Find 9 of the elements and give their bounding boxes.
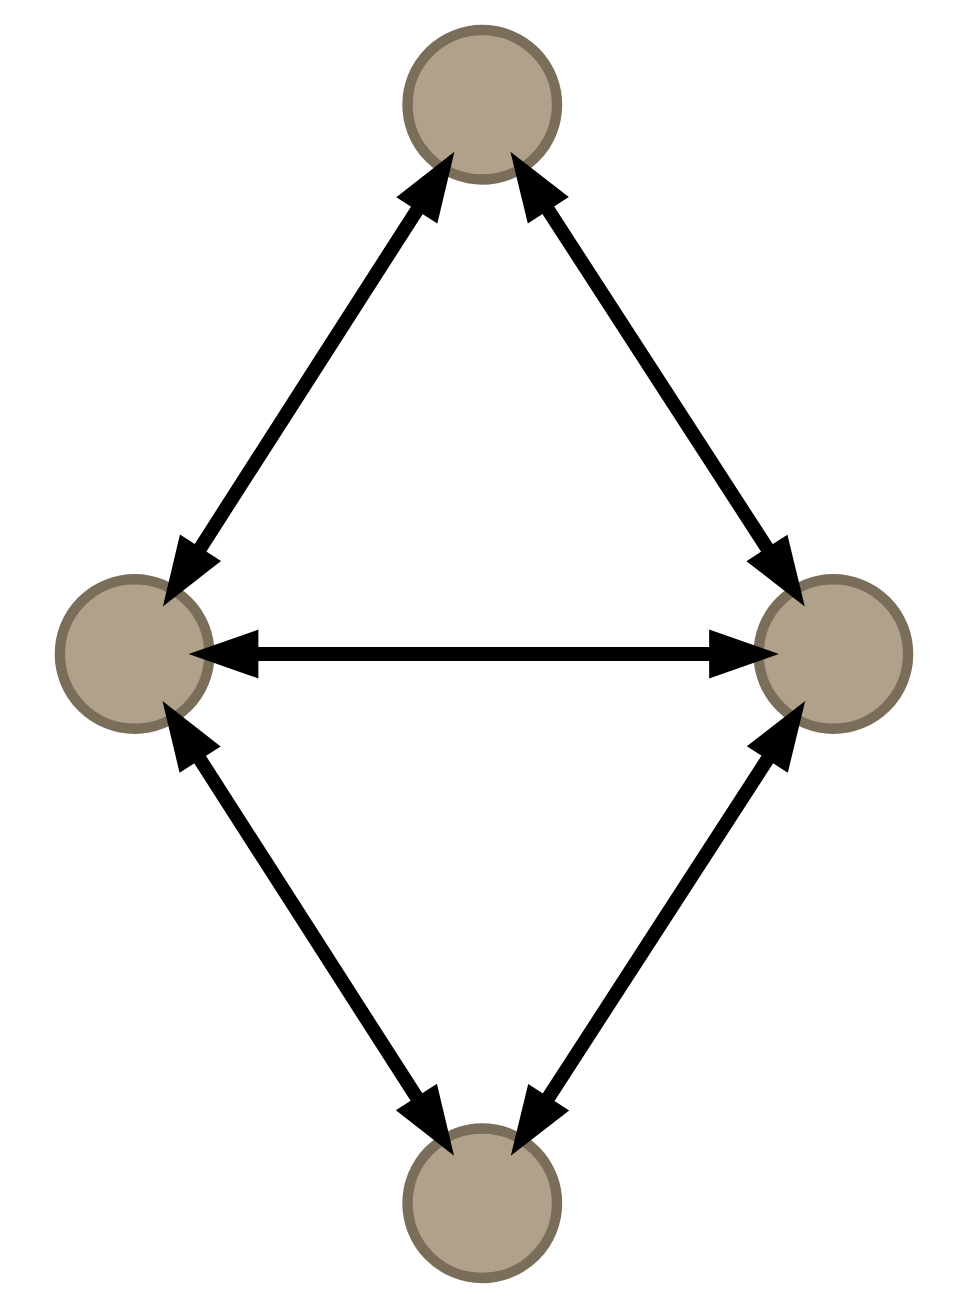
arrow: [509, 151, 804, 607]
node-circle: [401, 1123, 562, 1284]
node-circle: [53, 574, 214, 734]
arrow: [509, 700, 805, 1156]
node-circle: [401, 24, 562, 185]
arrow: [161, 700, 454, 1156]
arrow: [161, 151, 454, 607]
arrow: [187, 629, 778, 679]
node-circle: [752, 574, 913, 734]
